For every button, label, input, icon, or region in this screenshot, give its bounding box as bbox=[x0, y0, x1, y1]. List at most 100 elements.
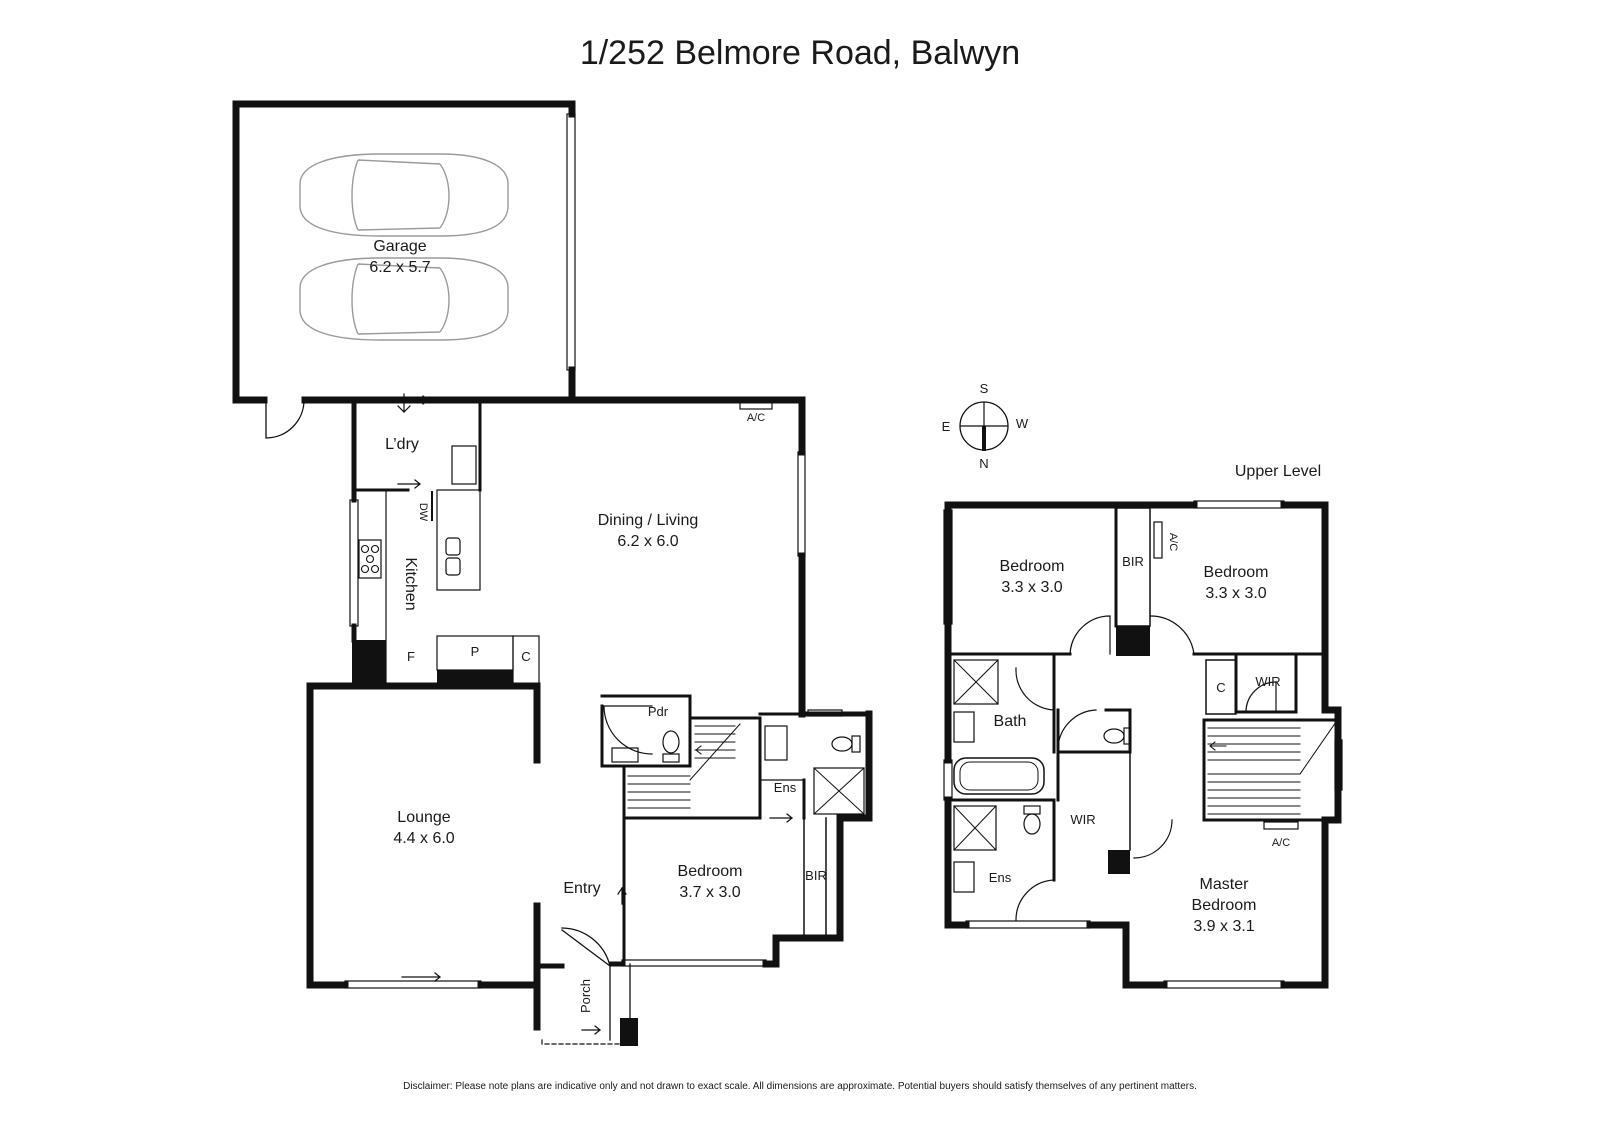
lounge-door-arrow bbox=[401, 972, 441, 982]
upper-bed1-dimensions: 3.3 x 3.0 bbox=[1001, 579, 1062, 596]
upper-bir-label: BIR bbox=[1122, 554, 1144, 569]
ground-floor bbox=[232, 100, 873, 1046]
ensuite-label: Ens bbox=[774, 780, 797, 795]
dining-window bbox=[797, 451, 806, 557]
garage-label: Garage bbox=[373, 238, 426, 255]
entry-arrow bbox=[617, 886, 627, 905]
ensuite-upper-door bbox=[1015, 879, 1055, 921]
master-window bbox=[1163, 980, 1285, 989]
cupboard bbox=[512, 635, 540, 687]
powder-label: Pdr bbox=[648, 704, 669, 719]
stair-treads bbox=[627, 723, 741, 809]
bed1-door bbox=[1069, 615, 1111, 655]
stairs-upper bbox=[1202, 718, 1340, 822]
ac-unit bbox=[739, 401, 773, 410]
garage-door bbox=[566, 113, 576, 371]
laundry-tub bbox=[451, 445, 477, 485]
level-label: Upper Level bbox=[1235, 463, 1321, 480]
car-icon bbox=[299, 153, 509, 341]
kitchen-island bbox=[436, 489, 481, 591]
kitchen-window bbox=[349, 499, 359, 627]
bedroom-window bbox=[621, 959, 767, 967]
entry-door-swing bbox=[561, 927, 611, 967]
master-label-2: Bedroom bbox=[1192, 897, 1257, 914]
garage-door-swing bbox=[265, 399, 305, 439]
entry-label: Entry bbox=[563, 880, 600, 897]
shower-ensuite bbox=[953, 805, 997, 851]
upper-bed2-label: Bedroom bbox=[1204, 564, 1269, 581]
pantry-label: P bbox=[471, 644, 480, 659]
ensuite-window bbox=[807, 709, 843, 717]
cooktop bbox=[358, 539, 382, 579]
lounge-window bbox=[344, 980, 482, 989]
upper-ac-2 bbox=[1263, 821, 1299, 830]
bir-label: BIR bbox=[805, 868, 827, 883]
compass-icon: S E W N bbox=[942, 381, 1029, 471]
bathtub bbox=[953, 757, 1045, 795]
dining-dimensions: 6.2 x 6.0 bbox=[617, 533, 678, 550]
laundry-label: L’dry bbox=[385, 436, 419, 453]
upper-bed1-label: Bedroom bbox=[1000, 558, 1065, 575]
laundry-door-arrow bbox=[397, 393, 429, 413]
upper-ac-1 bbox=[1153, 521, 1163, 559]
powder-door bbox=[603, 705, 653, 755]
ac-label: A/C bbox=[747, 412, 765, 424]
wir-upper-walls bbox=[1234, 654, 1298, 714]
bath-door bbox=[1015, 667, 1055, 711]
disclaimer: Disclaimer: Please note plans are indica… bbox=[403, 1081, 1197, 1092]
garage-dimensions: 6.2 x 5.7 bbox=[369, 259, 430, 276]
bath-window bbox=[943, 759, 953, 801]
porch-arrow bbox=[581, 1025, 601, 1035]
upper-toilet bbox=[1103, 728, 1125, 744]
kitchen-pier bbox=[352, 640, 386, 686]
page-title: 1/252 Belmore Road, Balwyn bbox=[580, 34, 1020, 72]
dining-label: Dining / Living bbox=[598, 512, 699, 529]
shower-upper bbox=[953, 659, 999, 705]
fridge-label: F bbox=[407, 649, 415, 664]
ensuite-upper-toilet bbox=[1023, 813, 1041, 835]
upper-ac2-label: A/C bbox=[1272, 837, 1290, 849]
upper-floor bbox=[943, 500, 1343, 989]
ensuite-upper-vanity bbox=[953, 861, 975, 893]
ensuite-toilet bbox=[831, 736, 853, 752]
kitchen-sink bbox=[445, 537, 461, 556]
porch-label: Porch bbox=[578, 979, 593, 1013]
bath-vanity bbox=[953, 711, 975, 743]
upper-north-wall bbox=[944, 501, 1198, 630]
compass-e: E bbox=[942, 419, 951, 434]
upper-window-south bbox=[965, 920, 1091, 929]
upper-ensuite-label: Ens bbox=[989, 870, 1012, 885]
master-door bbox=[1133, 819, 1173, 859]
dishwasher-label: DW bbox=[417, 503, 429, 522]
compass-w: W bbox=[1016, 416, 1029, 431]
porch-edge bbox=[541, 1039, 621, 1045]
lounge-label: Lounge bbox=[397, 809, 450, 826]
master-label-1: Master bbox=[1200, 876, 1250, 893]
ensuite-door-arrow bbox=[769, 813, 793, 823]
garage-walls bbox=[232, 100, 576, 404]
upper-cupboard-label: C bbox=[1216, 680, 1225, 695]
upper-window-top bbox=[1193, 500, 1285, 509]
upper-stair-treads bbox=[1207, 721, 1337, 815]
upper-wir2-label: WIR bbox=[1070, 812, 1095, 827]
bedroom-label: Bedroom bbox=[678, 863, 743, 880]
upper-bath-label: Bath bbox=[994, 713, 1027, 730]
upper-wir1-label: WIR bbox=[1255, 674, 1280, 689]
upper-ac1-label: A/C bbox=[1167, 533, 1179, 551]
compass-n: N bbox=[979, 456, 988, 471]
wir-door bbox=[1245, 681, 1277, 713]
hall-walls bbox=[1056, 708, 1132, 754]
cupboard-label: C bbox=[521, 649, 530, 664]
ensuite-vanity bbox=[764, 725, 788, 761]
upper-window-east bbox=[1334, 739, 1343, 791]
stairs-ground bbox=[622, 716, 762, 820]
porch-column bbox=[620, 1018, 638, 1046]
powder-toilet bbox=[662, 730, 680, 754]
kitchen-door-arrow bbox=[397, 479, 421, 489]
compass-s: S bbox=[980, 381, 989, 396]
hall-door bbox=[1057, 709, 1097, 749]
bed2-door bbox=[1149, 615, 1195, 655]
kitchen-label: Kitchen bbox=[402, 557, 419, 610]
house-north-wall bbox=[568, 396, 806, 456]
